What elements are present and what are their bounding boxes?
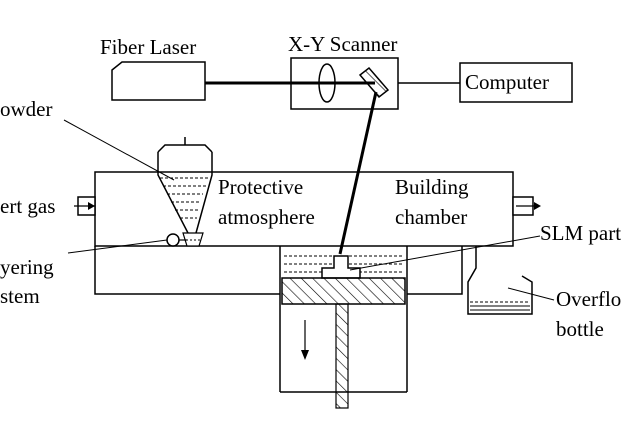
slm-part-block bbox=[321, 255, 361, 279]
overflow-leader bbox=[507, 287, 555, 301]
xy-scanner-box bbox=[290, 57, 399, 110]
building-label-2: chamber bbox=[395, 205, 468, 229]
slm-part-label: SLM part bbox=[540, 221, 622, 245]
powder-label: owder bbox=[0, 97, 53, 121]
fiber-laser-unit bbox=[111, 61, 206, 101]
slm-part-leader bbox=[349, 235, 541, 271]
layering-label-1: yering bbox=[0, 255, 54, 279]
gas-inlet-arrow bbox=[74, 202, 95, 210]
overflow-label-2: bottle bbox=[556, 317, 604, 341]
overflow-bottle bbox=[467, 246, 533, 315]
scanner-lens-icon bbox=[318, 63, 336, 103]
xy-scanner-label: X-Y Scanner bbox=[288, 32, 398, 56]
laser-beam-deflected bbox=[338, 91, 378, 255]
down-arrow-icon bbox=[301, 350, 309, 360]
powder-hopper bbox=[157, 137, 213, 247]
protective-label-1: Protective bbox=[218, 175, 304, 199]
building-label-1: Building bbox=[395, 175, 469, 199]
build-plate bbox=[281, 277, 406, 305]
scanner-mirror-icon bbox=[358, 66, 390, 99]
powder-leader bbox=[63, 119, 175, 181]
layering-leader bbox=[67, 239, 168, 254]
gas-outlet-arrow bbox=[516, 202, 541, 210]
piston-rod bbox=[335, 303, 349, 409]
protective-label-2: atmosphere bbox=[218, 205, 315, 229]
build-cylinder bbox=[279, 246, 408, 409]
computer-label: Computer bbox=[465, 70, 549, 94]
layering-label-2: stem bbox=[0, 284, 40, 308]
computer-box bbox=[459, 62, 573, 103]
fiber-laser-label: Fiber Laser bbox=[100, 35, 197, 59]
inert-gas-label: ert gas bbox=[0, 194, 56, 218]
overflow-label-1: Overflo bbox=[556, 287, 622, 311]
